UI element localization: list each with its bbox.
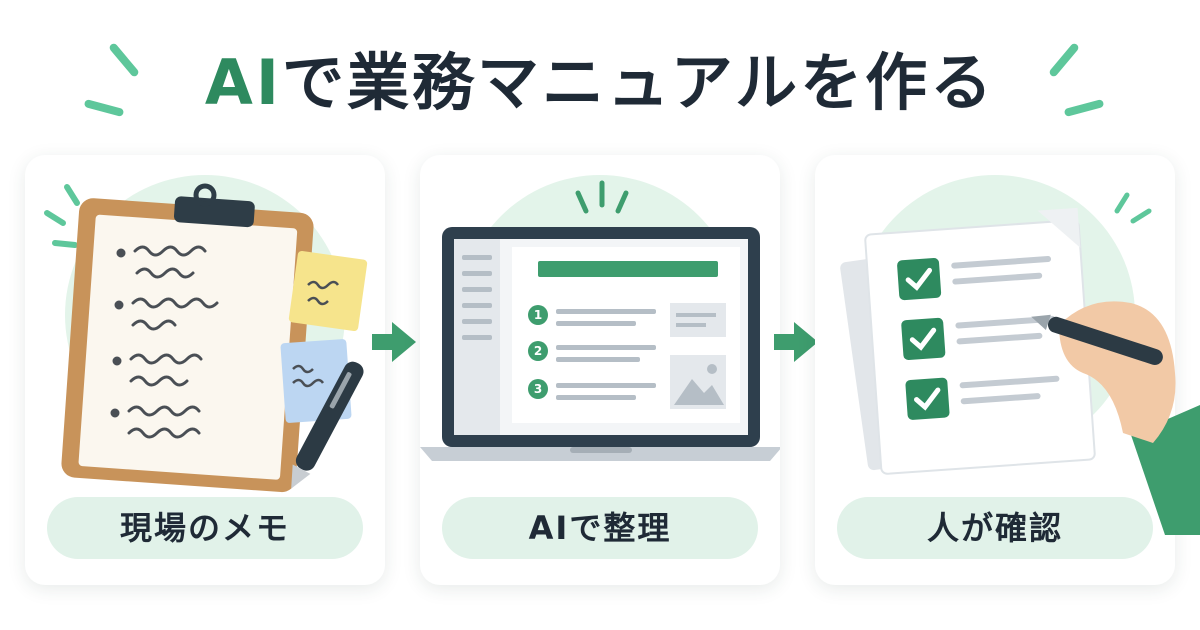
step-card-memo: 現場のメモ — [25, 155, 385, 585]
laptop-document-icon: 1 2 3 — [420, 180, 780, 461]
list-number: 3 — [534, 382, 542, 396]
page-title: AIで業務マニュアルを作る — [0, 52, 1200, 114]
list-number: 2 — [534, 344, 542, 358]
arrow-right-icon — [774, 322, 818, 362]
step-card-ai: 1 2 3 AIで整理 — [420, 155, 780, 585]
list-number: 1 — [534, 308, 542, 322]
step-label-ai: AIで整理 — [442, 497, 758, 559]
checklist-pen-icon — [840, 192, 1200, 535]
arrow-right-icon — [372, 322, 416, 362]
step-label-memo: 現場のメモ — [47, 497, 363, 559]
step-card-check: 人が確認 — [815, 155, 1200, 585]
title-rest: で業務マニュアルを作る — [281, 46, 996, 119]
step-label-check: 人が確認 — [837, 497, 1153, 559]
title-ai: AI — [204, 46, 282, 119]
clipboard-notes-icon — [44, 183, 368, 493]
